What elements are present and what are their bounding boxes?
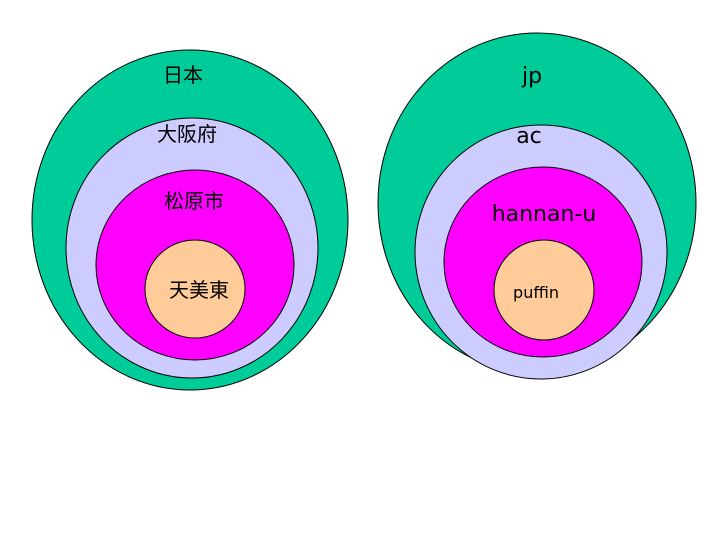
right-label-tld: jp: [521, 64, 542, 89]
left-label-district: 天美東: [169, 278, 229, 302]
left-label-city: 松原市: [164, 189, 224, 213]
left-label-prefecture: 大阪府: [157, 122, 217, 146]
right-inner-ellipse: [493, 239, 595, 341]
right-label-sld: ac: [516, 124, 542, 149]
left-hierarchy: 日本 大阪府 松原市 天美東: [31, 49, 349, 391]
right-hierarchy: jp ac hannan-u puffin: [377, 32, 697, 380]
right-label-domain: hannan-u: [492, 202, 597, 227]
right-label-host: puffin: [513, 283, 559, 302]
left-label-country: 日本: [163, 63, 203, 87]
left-inner-ellipse: [144, 239, 246, 339]
